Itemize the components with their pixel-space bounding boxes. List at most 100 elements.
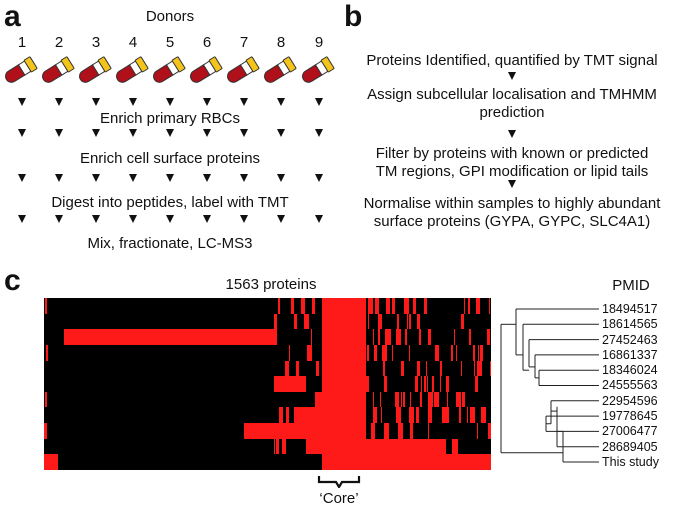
donor-number: 5	[165, 34, 175, 51]
heatmap-cell	[329, 344, 334, 361]
pmid-label: 19778645	[602, 409, 658, 424]
heatmap-cell	[481, 407, 486, 424]
flow-arrow-icon	[55, 98, 63, 106]
heatmap-cell	[461, 360, 462, 377]
heatmap-cell	[341, 344, 343, 361]
heatmap-cell	[327, 360, 331, 377]
heatmap-cell	[442, 407, 445, 424]
donor-number: 3	[91, 34, 101, 51]
flow-arrow-icon	[240, 215, 248, 223]
flow-arrow-icon	[166, 129, 174, 137]
heatmap-cell	[428, 407, 432, 424]
heatmap-cell	[467, 407, 468, 424]
heatmap-cell	[336, 298, 337, 314]
pipeline-step-line: prediction	[479, 104, 545, 121]
flow-arrow-icon	[55, 129, 63, 137]
heatmap-cell	[459, 407, 461, 424]
heatmap-cell	[401, 360, 404, 377]
heatmap-cell	[307, 344, 311, 361]
heatmap-cell	[409, 344, 410, 361]
heatmap-cell	[338, 407, 341, 424]
heatmap-cell	[311, 329, 312, 345]
heatmap-cell	[368, 313, 369, 330]
pipeline-step: Assign subcellular localisation and TMHM…	[345, 86, 679, 122]
blood-tube-icon	[113, 56, 149, 86]
heatmap-cell	[274, 313, 277, 330]
heatmap-cell	[357, 329, 362, 345]
heatmap-cell	[417, 313, 420, 330]
heatmap-cell	[452, 438, 454, 455]
heatmap-cell	[375, 298, 379, 314]
heatmap-cell	[286, 423, 290, 439]
flow-arrow-icon	[240, 174, 248, 182]
heatmap-cell	[468, 298, 470, 314]
heatmap-cell	[480, 344, 483, 361]
heatmap-cell	[385, 329, 387, 345]
flow-arrow-icon	[92, 215, 100, 223]
heatmap-cell	[334, 344, 339, 361]
heatmap-cell	[386, 344, 387, 361]
heatmap-cell	[360, 344, 363, 361]
blood-tube-icon	[299, 56, 335, 86]
donor-number: 1	[17, 34, 27, 51]
heatmap-cell	[320, 391, 324, 408]
heatmap-cell	[477, 423, 478, 439]
heatmap-cell	[398, 423, 403, 439]
heatmap-cell	[488, 423, 491, 439]
pipeline-step-line: Normalise within samples to highly abund…	[363, 195, 661, 212]
heatmap-cell	[360, 313, 364, 330]
flow-arrow-icon	[92, 98, 100, 106]
flow-arrow-icon	[203, 98, 211, 106]
blood-tube-icon	[224, 56, 260, 86]
pipeline-step: Proteins Identified, quantified by TMT s…	[345, 52, 679, 70]
heatmap-cell	[316, 360, 319, 377]
heatmap-cell	[489, 298, 490, 314]
heatmap-cell	[334, 454, 491, 470]
heatmap-cell	[297, 407, 300, 424]
heatmap-cell	[346, 376, 351, 392]
flow-arrow-icon	[315, 174, 323, 182]
heatmap-cell	[401, 391, 402, 408]
flow-arrow-icon	[18, 215, 26, 223]
flow-arrow-icon	[315, 98, 323, 106]
heatmap-cell	[378, 329, 380, 345]
flow-arrow-icon	[315, 215, 323, 223]
heatmap-cell	[330, 391, 335, 408]
heatmap-title: 1563 proteins	[225, 276, 317, 293]
heatmap-cell	[350, 313, 352, 330]
heatmap-cell	[469, 329, 471, 345]
heatmap-cell	[278, 298, 280, 314]
heatmap-cell	[416, 407, 419, 424]
heatmap-cell	[420, 391, 422, 408]
heatmap-cell	[285, 360, 289, 377]
pmid-label: 16861337	[602, 347, 658, 362]
flow-arrow-icon	[129, 129, 137, 137]
heatmap-cell	[296, 360, 299, 377]
heatmap-cell	[367, 344, 369, 361]
pipeline-step-line: Assign subcellular localisation and TMHM…	[367, 86, 657, 103]
heatmap-cell	[274, 376, 306, 392]
flow-arrow-icon	[277, 215, 285, 223]
heatmap-cell	[319, 407, 323, 424]
flow-arrow-icon	[55, 215, 63, 223]
pipeline-step: Filter by proteins with known or predict…	[345, 145, 679, 181]
heatmap-cell	[424, 376, 426, 392]
heatmap-cell	[291, 298, 294, 314]
heatmap-cell	[451, 344, 453, 361]
heatmap-cell	[371, 423, 375, 439]
heatmap-cell	[374, 344, 377, 361]
flow-arrow-icon	[18, 174, 26, 182]
heatmap-cell	[428, 391, 433, 408]
heatmap-cell	[373, 407, 377, 424]
heatmap-cell	[348, 360, 352, 377]
flow-arrow-icon	[18, 129, 26, 137]
flow-arrow-icon	[166, 98, 174, 106]
heatmap-cell	[274, 376, 275, 392]
heatmap-cell	[315, 391, 320, 408]
heatmap-cell	[432, 438, 435, 455]
heatmap-cell	[44, 454, 58, 470]
heatmap-cell	[428, 423, 429, 439]
heatmap-cell	[45, 391, 47, 408]
presence-heatmap	[44, 298, 491, 470]
heatmap-cell	[384, 376, 387, 392]
